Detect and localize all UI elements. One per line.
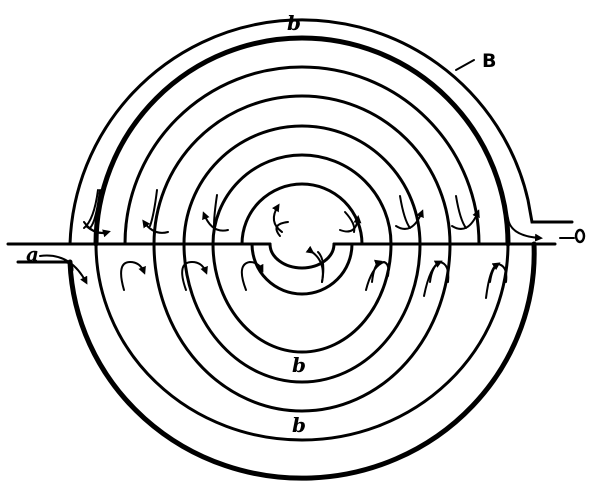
lower-arcs (67, 241, 537, 481)
body-leader-line (455, 59, 475, 71)
upper-arcs (68, 18, 574, 247)
label-bottom-outer-channel: b (292, 413, 306, 437)
label-top-channel: b (287, 11, 301, 35)
label-body-B: B (482, 50, 496, 72)
outlet-channel (507, 217, 586, 244)
label-inlet-a: a (26, 242, 39, 266)
flow-arrows-upper (83, 189, 480, 238)
label-bottom-inner-channel: b (292, 353, 306, 377)
inlet-channel (16, 254, 88, 285)
flow-arrows-lower (120, 245, 508, 299)
